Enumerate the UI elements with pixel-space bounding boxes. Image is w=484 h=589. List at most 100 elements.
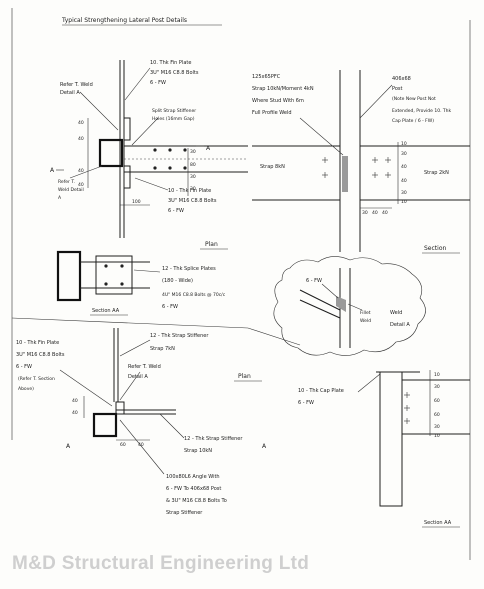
leader — [119, 419, 165, 475]
leader — [321, 283, 339, 299]
bolt — [120, 282, 124, 286]
dim-right: 30 — [190, 149, 196, 155]
split-strap-2: Holes (16mm Gap) — [152, 116, 195, 122]
angle-note-4: Strap Stiffener — [166, 510, 203, 516]
bolt — [120, 264, 124, 268]
bolt — [183, 166, 187, 170]
dim: 30 — [401, 151, 407, 157]
leader — [357, 373, 381, 393]
post-note-3: (Note New Post Not — [392, 96, 436, 102]
fin-plate-bottom — [123, 165, 131, 189]
plan-top-label: Plan — [205, 241, 218, 248]
post-note-4: Extended, Provide 10. Thk — [392, 108, 452, 114]
dim: 10 — [434, 372, 440, 378]
bolt — [183, 148, 187, 152]
refer-weld-1: Refer T. Weld — [128, 364, 161, 370]
strap-note2-1: 12 - Thk Strap Stiffener — [184, 436, 243, 442]
bolt — [104, 264, 108, 268]
fin-note-2: 3U" M16 C8.8 Bolts — [150, 70, 199, 76]
dim: 40 — [72, 398, 78, 404]
section-top-right: 125x65PFC Strap 10kN/Moment 4kN Where St… — [252, 70, 470, 254]
fillet-1: Fillet — [360, 310, 371, 316]
fin-note-5: Above) — [18, 386, 34, 392]
leader — [119, 339, 151, 357]
fin-note-1: 10. Thk Fin Plate — [150, 60, 191, 66]
refer-weld2-3: A — [58, 195, 62, 201]
refer-weld-1: Refer T. Weld — [60, 82, 93, 88]
fin-note-1: 10 - Thk Fin Plate — [16, 340, 59, 346]
channel-note-3: Where Stud With 6m — [252, 98, 304, 104]
dim: 30 — [434, 424, 440, 430]
dim-left: 40 — [78, 168, 84, 174]
fin-plate-top — [123, 117, 131, 141]
leader — [69, 165, 103, 179]
strap-right: Strap 2kN — [424, 170, 449, 176]
leader — [59, 369, 113, 407]
dim-bottom: 100 — [132, 199, 141, 205]
angle-note-3: & 3U" M16 C8.8 Bolts To — [166, 498, 227, 504]
dim-bottom: 40 — [372, 210, 378, 216]
dim: 10 — [401, 141, 407, 147]
leader — [347, 303, 363, 311]
fin-note-2: 3U" M16 C8.8 Bolts — [16, 352, 65, 358]
section-aa-label: Section AA — [424, 520, 452, 526]
cap-note-2: 6 - FW — [298, 400, 314, 406]
dim: 40 — [401, 164, 407, 170]
fin-note-4: (Refer T. Section — [18, 376, 55, 382]
bolt — [104, 282, 108, 286]
dim: 60 — [434, 412, 440, 418]
leader — [159, 413, 185, 439]
fillet-2: Weld — [360, 318, 371, 324]
plate-edge — [299, 289, 341, 311]
weld-size: 6 - FW — [306, 278, 322, 284]
refer-weld2-2: Weld Detail — [58, 187, 84, 193]
company-watermark: M&D Structural Engineering Ltd — [12, 553, 310, 574]
drawing-title: Typical Strengthening Lateral Post Detai… — [61, 17, 187, 24]
leader — [131, 117, 159, 146]
bolt — [153, 166, 157, 170]
dim: 60 — [434, 398, 440, 404]
fillet-weld-hatch — [336, 296, 346, 312]
post-note-5: Cap Plate / 6 - FW) — [392, 118, 434, 124]
strap-note2-2: Strap 10kN — [184, 448, 212, 454]
section-mark-a: A — [262, 443, 267, 450]
dim-left: 40 — [78, 182, 84, 188]
dim: 40 — [72, 410, 78, 416]
dim-bottom: 40 — [382, 210, 388, 216]
plan-bottom: 12 - Thk Strap Stiffener Strap 7kN 10 - … — [16, 328, 267, 516]
dim-bottom: 30 — [362, 210, 368, 216]
detail-cloud — [273, 256, 426, 356]
channel-note-1: 125x65PFC — [252, 74, 281, 80]
bolt-group — [322, 157, 391, 178]
angle-note-1: 100x80L6 Angle With — [166, 474, 220, 480]
weld-detail: 6 - FW Fillet Weld Weld Detail A — [273, 256, 426, 356]
post-note-2: Post — [392, 86, 403, 92]
channel-note-2: Strap 10kN/Moment 4kN — [252, 86, 314, 92]
post-note-1: 406x68 — [392, 76, 411, 82]
post-section — [92, 412, 118, 438]
post-section — [98, 138, 124, 168]
section-aa-right: 10 - Thk Cap Plate 6 - FW 10 30 60 60 30… — [298, 370, 470, 528]
split-strap-1: Split Strap Stiffener — [152, 108, 196, 114]
splice-note-2: (180 - Wide) — [162, 278, 193, 284]
strap-note-2: Strap 7kN — [150, 346, 175, 352]
dim-left: 40 — [78, 136, 84, 142]
post-elevation — [379, 371, 403, 507]
splice-plate — [95, 255, 133, 295]
weld-hatch — [342, 156, 348, 192]
plate-edge-2 — [299, 299, 341, 319]
bolt-group — [404, 392, 410, 424]
splice-note-3: 4U" M16 C8.8 Bolts @ 70c/c — [162, 292, 226, 298]
leader — [79, 91, 119, 131]
strap-note-1: 12 - Thk Strap Stiffener — [150, 333, 209, 339]
bolt — [153, 148, 157, 152]
leader — [133, 269, 161, 273]
plan-bottom-label: Plan — [238, 373, 251, 380]
dim: 30 — [401, 190, 407, 196]
leader — [299, 117, 344, 156]
dim-right: 30 — [190, 186, 196, 192]
leader — [359, 84, 393, 119]
weld-detail-label-1: Weld — [390, 310, 402, 316]
